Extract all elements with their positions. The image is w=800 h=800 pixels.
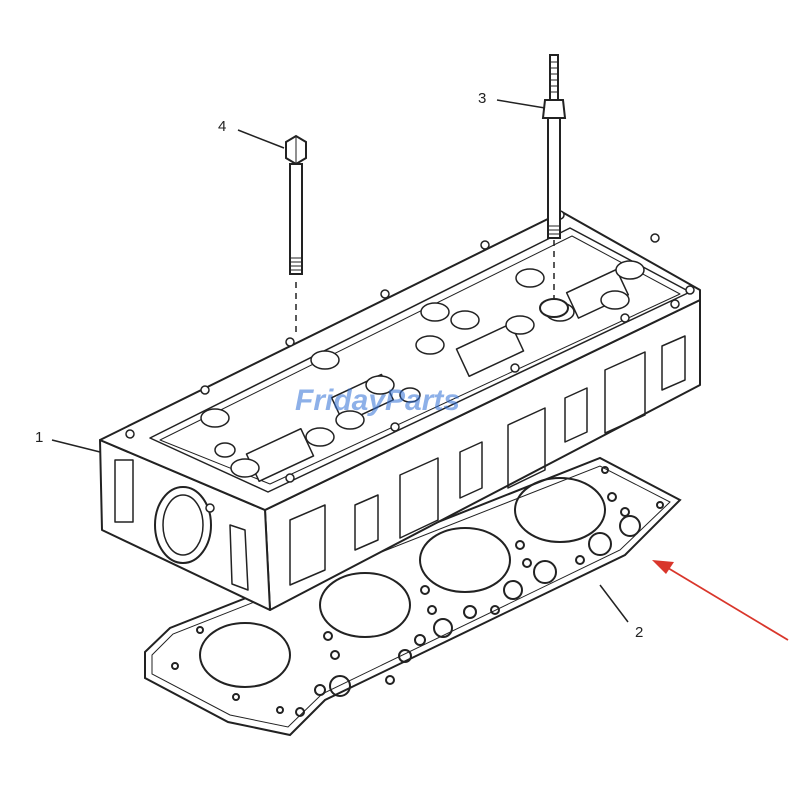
- cylinder-head: [99, 210, 701, 611]
- red-pointer-arrow: [652, 560, 789, 641]
- callout-4: 4: [218, 118, 226, 135]
- callout-2: 2: [635, 624, 643, 641]
- callout-1: 1: [35, 429, 43, 446]
- cylinder-head-bolt: [285, 134, 307, 336]
- watermark-logo: FridayParts: [295, 384, 460, 417]
- leader-lines: [51, 99, 629, 623]
- rocker-stud: [539, 54, 569, 318]
- callout-3: 3: [478, 90, 486, 107]
